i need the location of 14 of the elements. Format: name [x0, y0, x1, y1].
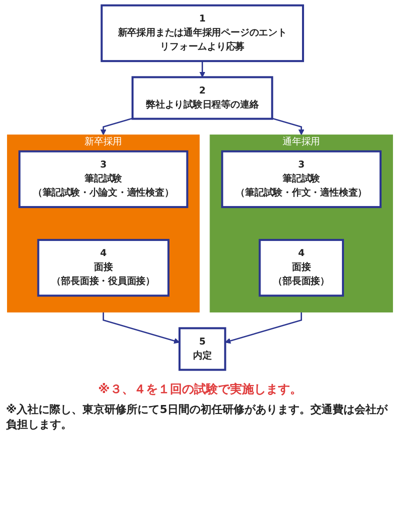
node-box: 4 面接 （部長面接・役員面接） — [37, 238, 170, 297]
node-box: 4 面接 （部長面接） — [258, 238, 344, 297]
footnote-text: ※入社に際し、東京研修所にて5日間の初任研修があります。交通費は会社が負担します。 — [6, 402, 389, 432]
node-box: 3 筆記試験 （筆記試験・小論文・適性検査） — [18, 150, 188, 208]
arrow — [100, 118, 133, 136]
node-box: 2 弊社より試験日程等の連絡 — [132, 76, 274, 120]
arrow — [102, 312, 180, 344]
node-box: 1 新卒採用または通年採用ページのエントリフォームより応募 — [100, 4, 304, 62]
node-box: 3 筆記試験 （筆記試験・作文・適性検査） — [221, 150, 382, 208]
arrow — [199, 61, 206, 78]
node-box: 5 内定 — [178, 327, 226, 371]
arrow — [224, 312, 302, 344]
note-text: ※３、４を１回の試験で実施します。 — [97, 381, 303, 398]
arrow — [272, 118, 304, 136]
